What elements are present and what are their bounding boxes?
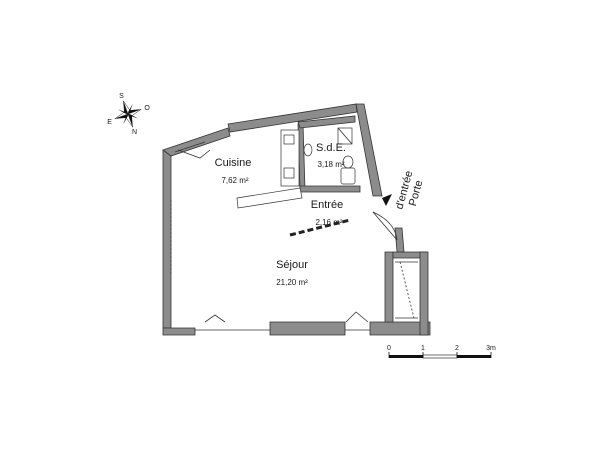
scale-bar: 0 1 2 3m xyxy=(387,345,496,359)
compass-east: E xyxy=(107,119,112,126)
room-name: Entrée xyxy=(311,199,343,211)
compass-south: S xyxy=(119,93,124,100)
entry-arrow-icon xyxy=(382,194,392,206)
room-area: 21,20 m² xyxy=(276,278,308,287)
internal-walls xyxy=(170,115,418,331)
room-name: S.d.E. xyxy=(316,142,346,154)
room-entree: Entrée 2,16 m² xyxy=(311,199,343,227)
room-name: Cuisine xyxy=(215,157,252,169)
room-name: Séjour xyxy=(276,259,308,271)
entry-door-label: Porte d'entrée xyxy=(382,170,425,211)
compass-west: O xyxy=(144,105,150,112)
compass-north: N xyxy=(132,129,137,136)
partition-dashed xyxy=(289,218,351,237)
compass-icon xyxy=(114,100,142,128)
room-area: 7,62 m² xyxy=(221,176,248,185)
outer-walls xyxy=(162,103,431,336)
room-area: 3,18 m² xyxy=(317,160,344,169)
room-sejour: Séjour 21,20 m² xyxy=(276,259,308,287)
scale-tick-2: 2 xyxy=(455,345,459,352)
scale-tick-3: 3m xyxy=(486,345,496,352)
room-sde: S.d.E. 3,18 m² xyxy=(316,142,346,169)
room-cuisine: Cuisine 7,62 m² xyxy=(215,157,252,185)
compass-rose: N E S O xyxy=(107,93,150,136)
scale-tick-0: 0 xyxy=(387,345,391,352)
scale-tick-1: 1 xyxy=(421,345,425,352)
room-area: 2,16 m² xyxy=(315,218,342,227)
